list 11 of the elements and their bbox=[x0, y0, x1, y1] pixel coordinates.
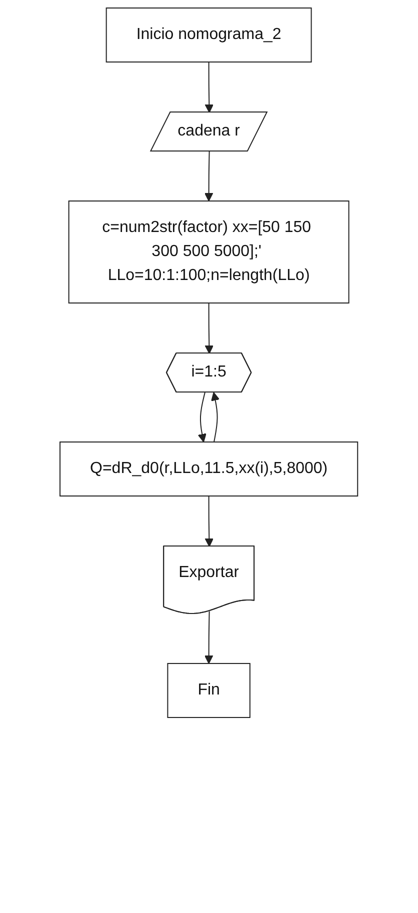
node-box: Q=dR_d0(r,LLo,11.5,xx(i),5,8000) bbox=[60, 442, 358, 496]
arrow bbox=[198, 392, 207, 442]
node-box: Inicio nomograma_2 bbox=[106, 8, 312, 62]
node-box: Fin bbox=[167, 662, 251, 718]
arrow bbox=[204, 496, 214, 547]
arrow bbox=[204, 151, 214, 202]
arrow bbox=[204, 610, 214, 664]
arrow bbox=[211, 392, 220, 442]
arrow bbox=[204, 302, 214, 354]
node-box: c=num2str(factor) xx=[50 150 300 500 5000];' LLo=10:1:100;n=length(LLo) bbox=[68, 200, 350, 304]
arrow bbox=[204, 62, 214, 113]
